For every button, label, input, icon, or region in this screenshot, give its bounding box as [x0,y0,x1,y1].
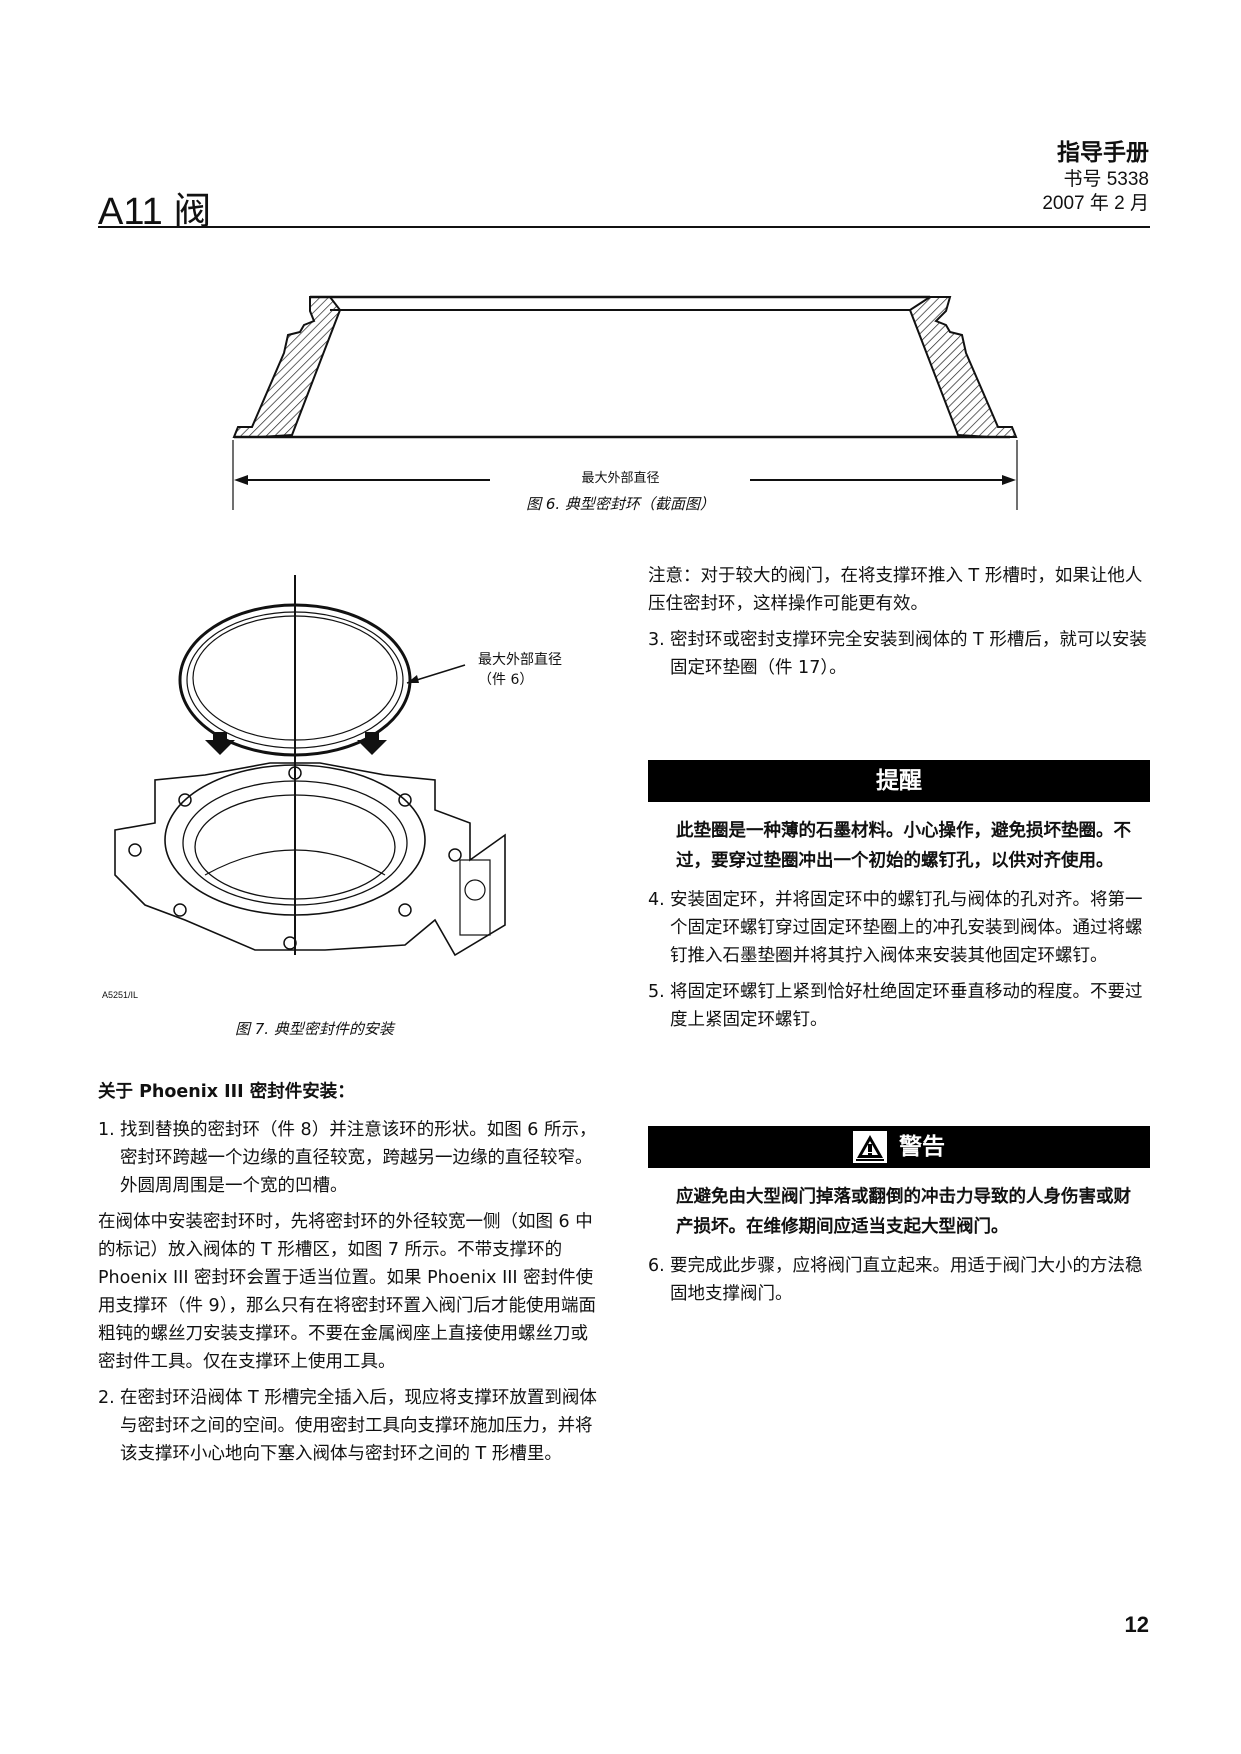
right-column: 注意：对于较大的阀门，在将支撑环推入 T 形槽时，如果让他人压住密封环，这样操作… [648,562,1150,1316]
step-number: 4. [648,890,665,910]
figure-6-seal-ring-section [232,295,1018,510]
note: 注意：对于较大的阀门，在将支撑环推入 T 形槽时，如果让他人压住密封环，这样操作… [648,566,1143,614]
page-number: 12 [1124,1612,1149,1637]
step-number: 2. [98,1388,115,1408]
step-6: 6. 要完成此步骤，应将阀门直立起来。用适于阀门大小的方法稳固地支撑阀门。 [648,1252,1150,1308]
callout-part-number: （件 6） [478,672,534,688]
figure-7-caption: 图 7. 典型密封件的安装 [235,1020,394,1038]
figure-7-drawing-code: A5251/IL [102,990,139,1000]
caution-text: 此垫圈是一种薄的石墨材料。小心操作，避免损坏垫圈。不过，要穿过垫圈冲出一个初始的… [676,821,1131,871]
doc-number: 书号 5338 [1063,169,1149,190]
step-text: 要完成此步骤，应将阀门直立起来。用适于阀门大小的方法稳固地支撑阀门。 [670,1256,1143,1304]
warning-title: 警告 [899,1134,945,1160]
figure-7-seal-installation [114,575,506,957]
warning-text: 应避免由大型阀门掉落或翻倒的冲击力导致的人身伤害或财产损坏。在维修期间应适当支起… [676,1187,1131,1237]
step-1: 1. 找到替换的密封环（件 8）并注意该环的形状。如图 6 所示，密封环跨越一个… [98,1116,600,1200]
step-4: 4. 安装固定环，并将固定环中的螺钉孔与阀体的孔对齐。将第一个固定环螺钉穿过固定… [648,886,1150,970]
step-text: 将固定环螺钉上紧到恰好杜绝固定环垂直移动的程度。不要过度上紧固定环螺钉。 [670,982,1143,1030]
doc-date: 2007 年 2 月 [1042,193,1149,214]
step-number: 3. [648,630,665,650]
figure-7-callout: 最大外部直径 （件 6） [478,650,562,690]
step-5: 5. 将固定环螺钉上紧到恰好杜绝固定环垂直移动的程度。不要过度上紧固定环螺钉。 [648,978,1150,1034]
step-number: 1. [98,1120,115,1140]
step-text: 在密封环沿阀体 T 形槽完全插入后，现应将支撑环放置到阀体与密封环之间的空间。使… [120,1388,597,1464]
header-rule [98,226,1150,228]
step-text: 找到替换的密封环（件 8）并注意该环的形状。如图 6 所示，密封环跨越一个边缘的… [120,1120,597,1196]
caution-banner: 提醒 [648,760,1150,802]
caution-title: 提醒 [876,768,922,794]
header-meta: 指导手册 书号 5338 2007 年 2 月 [1042,138,1149,216]
paragraph: 在阀体中安装密封环时，先将密封环的外径较宽一侧（如图 6 中的标记）放入阀体的 … [98,1212,596,1372]
step-text: 安装固定环，并将固定环中的螺钉孔与阀体的孔对齐。将第一个固定环螺钉穿过固定环垫圈… [670,890,1143,966]
step-number: 5. [648,982,665,1002]
figure-6-caption: 图 6. 典型密封环（截面图） [526,495,715,513]
step-3: 3. 密封环或密封支撑环完全安装到阀体的 T 形槽后，就可以安装固定环垫圈（件 … [648,626,1150,682]
step-number: 6. [648,1256,665,1276]
warning-banner: 警告 [648,1126,1150,1168]
step-2: 2. 在密封环沿阀体 T 形槽完全插入后，现应将支撑环放置到阀体与密封环之间的空… [98,1384,600,1468]
figure-6-dimension-label: 最大外部直径 [581,471,660,486]
callout-label: 最大外部直径 [478,652,562,668]
section-subheading: 关于 Phoenix III 密封件安装： [98,1082,355,1102]
warning-triangle-icon [853,1131,887,1163]
left-column: 关于 Phoenix III 密封件安装： 1. 找到替换的密封环（件 8）并注… [98,1078,600,1476]
manual-label: 指导手册 [1057,140,1149,166]
step-text: 密封环或密封支撑环完全安装到阀体的 T 形槽后，就可以安装固定环垫圈（件 17）… [670,630,1147,678]
